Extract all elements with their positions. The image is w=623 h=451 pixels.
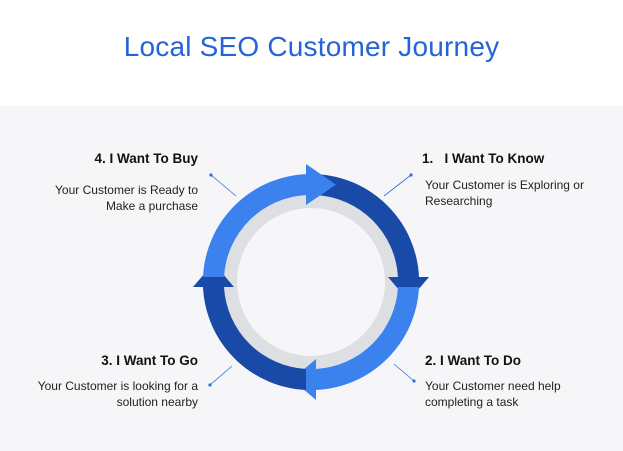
stage-know-heading: 1. I Want To Know [422,151,545,166]
connector-do [393,363,416,383]
connector-go [208,365,233,387]
connector-know [383,173,413,197]
inner-ring [219,190,403,374]
cycle-segment-buy [203,164,336,277]
stage-know-description-line-1: Your Customer is Exploring or [425,178,584,192]
stage-do-description-line-2: completing a task [425,395,519,409]
stage-do-heading: 2. I Want To Do [425,353,521,368]
stage-go-description-line-2: solution nearby [116,395,198,409]
stage-go-description-line-1: Your Customer is looking for a [37,379,198,393]
page-title: Local SEO Customer Journey [123,31,500,62]
stage-know-description-line-2: Researching [425,194,493,208]
stage-buy-description-line-2: Make a purchase [105,199,198,213]
stage-buy-heading: 4. I Want To Buy [94,151,199,166]
stage-go-heading: 3. I Want To Go [101,353,198,368]
stage-buy-description-line-1: Your Customer is Ready to [55,183,198,197]
stage-do-description-line-1: Your Customer need help [425,379,561,393]
connector-buy [209,173,237,197]
